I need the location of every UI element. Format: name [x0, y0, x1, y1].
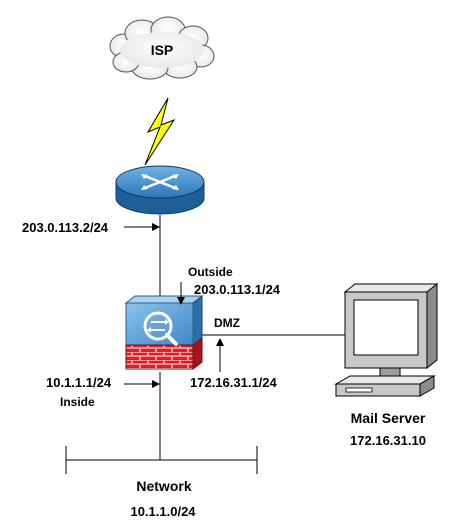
router-outside-ip: 203.0.113.2/24 [22, 220, 109, 235]
network-name: Network [136, 478, 191, 494]
network-segment [65, 446, 258, 474]
network-subnet: 10.1.1.0/24 [130, 504, 196, 519]
outside-interface-label: Outside [188, 265, 233, 279]
router-icon [115, 165, 205, 215]
outside-ip-arrow-icon [177, 282, 185, 305]
firewall-outside-ip: 203.0.113.1/24 [194, 282, 281, 297]
mail-server-ip: 172.16.31.10 [350, 433, 426, 448]
router-ip-arrow-icon [124, 223, 160, 231]
isp-label: ISP [151, 42, 174, 58]
dmz-interface-label: DMZ [214, 316, 240, 330]
lightning-bolt-icon [144, 97, 176, 166]
inside-interface-label: Inside [60, 395, 95, 409]
dmz-ip-arrow-icon [216, 338, 224, 372]
firewall-icon [124, 294, 204, 371]
firewall-inside-ip: 10.1.1.1/24 [46, 375, 112, 390]
mail-server-icon [334, 282, 439, 397]
mail-server-name: Mail Server [351, 410, 426, 426]
isp-cloud-icon [109, 16, 215, 80]
inside-ip-arrow-icon [124, 380, 160, 388]
firewall-dmz-ip: 172.16.31.1/24 [190, 375, 278, 390]
